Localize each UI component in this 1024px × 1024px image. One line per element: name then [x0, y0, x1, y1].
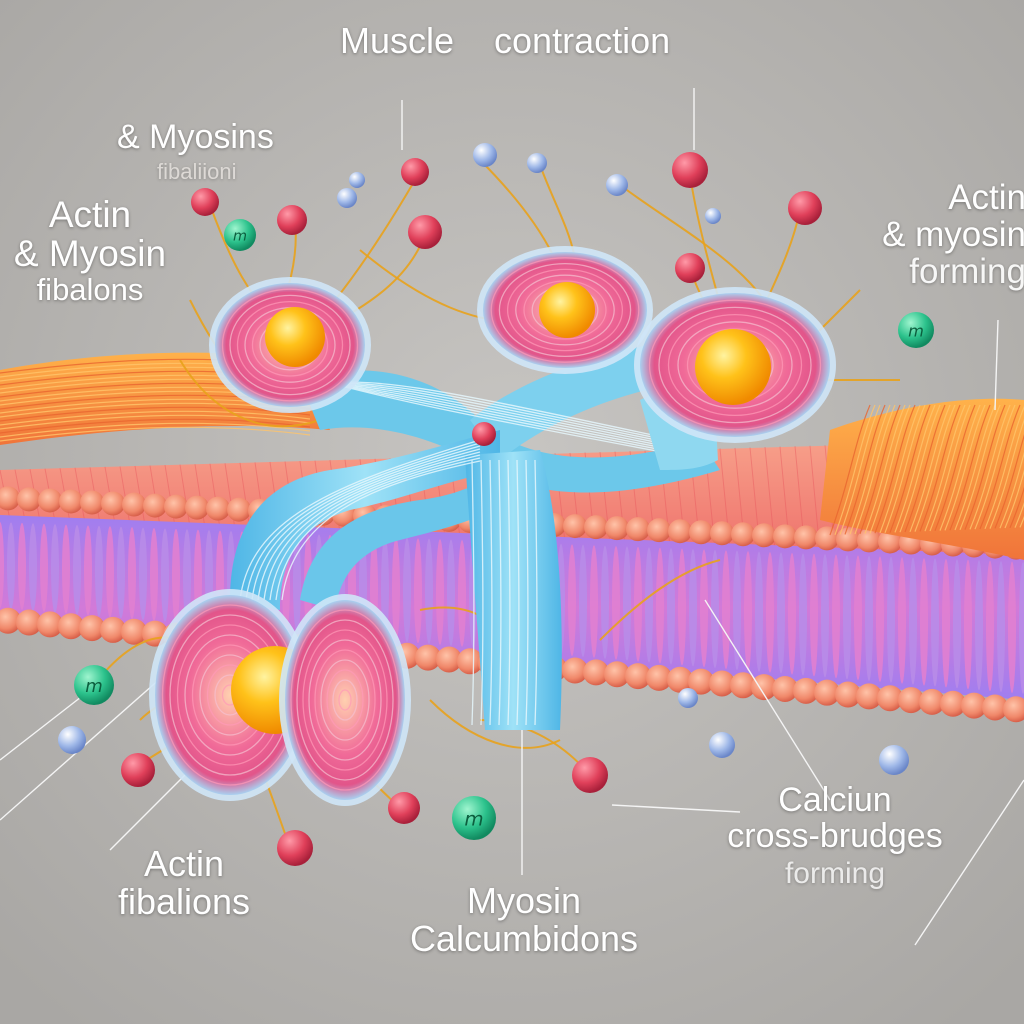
label-bottom-center-line2: Calcumbidons: [409, 917, 639, 959]
label-bottom-left-line2: fibalions: [117, 880, 251, 922]
orange-fiber-bundle-right: [820, 398, 1024, 560]
label-bottom-right-line3: forming: [784, 857, 886, 891]
molecule-mark: m: [464, 808, 483, 831]
label-left: Actin & Myosin fibalons: [0, 194, 180, 307]
label-top-left-line1: & Myosins: [117, 118, 274, 156]
molecule-mark: m: [908, 321, 924, 340]
label-bottom-center-line1: Myosin: [466, 880, 582, 921]
label-left-line3: fibalons: [36, 271, 144, 307]
label-right: Actin & myosin forming: [866, 178, 1024, 291]
molecule-mark: m: [233, 229, 247, 245]
ion-particles: m m m m: [58, 143, 934, 866]
actin-disc-structures: [149, 246, 836, 806]
label-left-line2: & Myosin: [13, 232, 167, 274]
label-bottom-left: Actin fibalions: [84, 845, 284, 921]
label-top-left: & Myosins fibaliioni: [117, 118, 274, 183]
label-right-line1: Actin: [948, 178, 1024, 217]
label-right-line2: & myosin: [882, 214, 1024, 254]
label-left-line1: Actin: [48, 194, 132, 235]
diagram-title: Muscle contraction: [340, 22, 670, 60]
center-ion: [472, 422, 496, 446]
label-top-left-line2: fibaliioni: [157, 158, 237, 184]
molecule-mark: m: [85, 676, 103, 697]
label-top-left-line2-wrap: fibaliioni: [157, 160, 274, 183]
label-bottom-right-line2: cross-brudges: [727, 816, 943, 855]
label-bottom-right-line1: Calciun: [778, 781, 892, 819]
label-bottom-right: Calciun cross-brudges forming: [700, 781, 970, 891]
label-bottom-left-line1: Actin: [143, 843, 225, 884]
label-right-line3: forming: [909, 251, 1024, 291]
label-bottom-center: Myosin Calcumbidons: [384, 882, 664, 958]
title-text: Muscle contraction: [340, 20, 671, 61]
